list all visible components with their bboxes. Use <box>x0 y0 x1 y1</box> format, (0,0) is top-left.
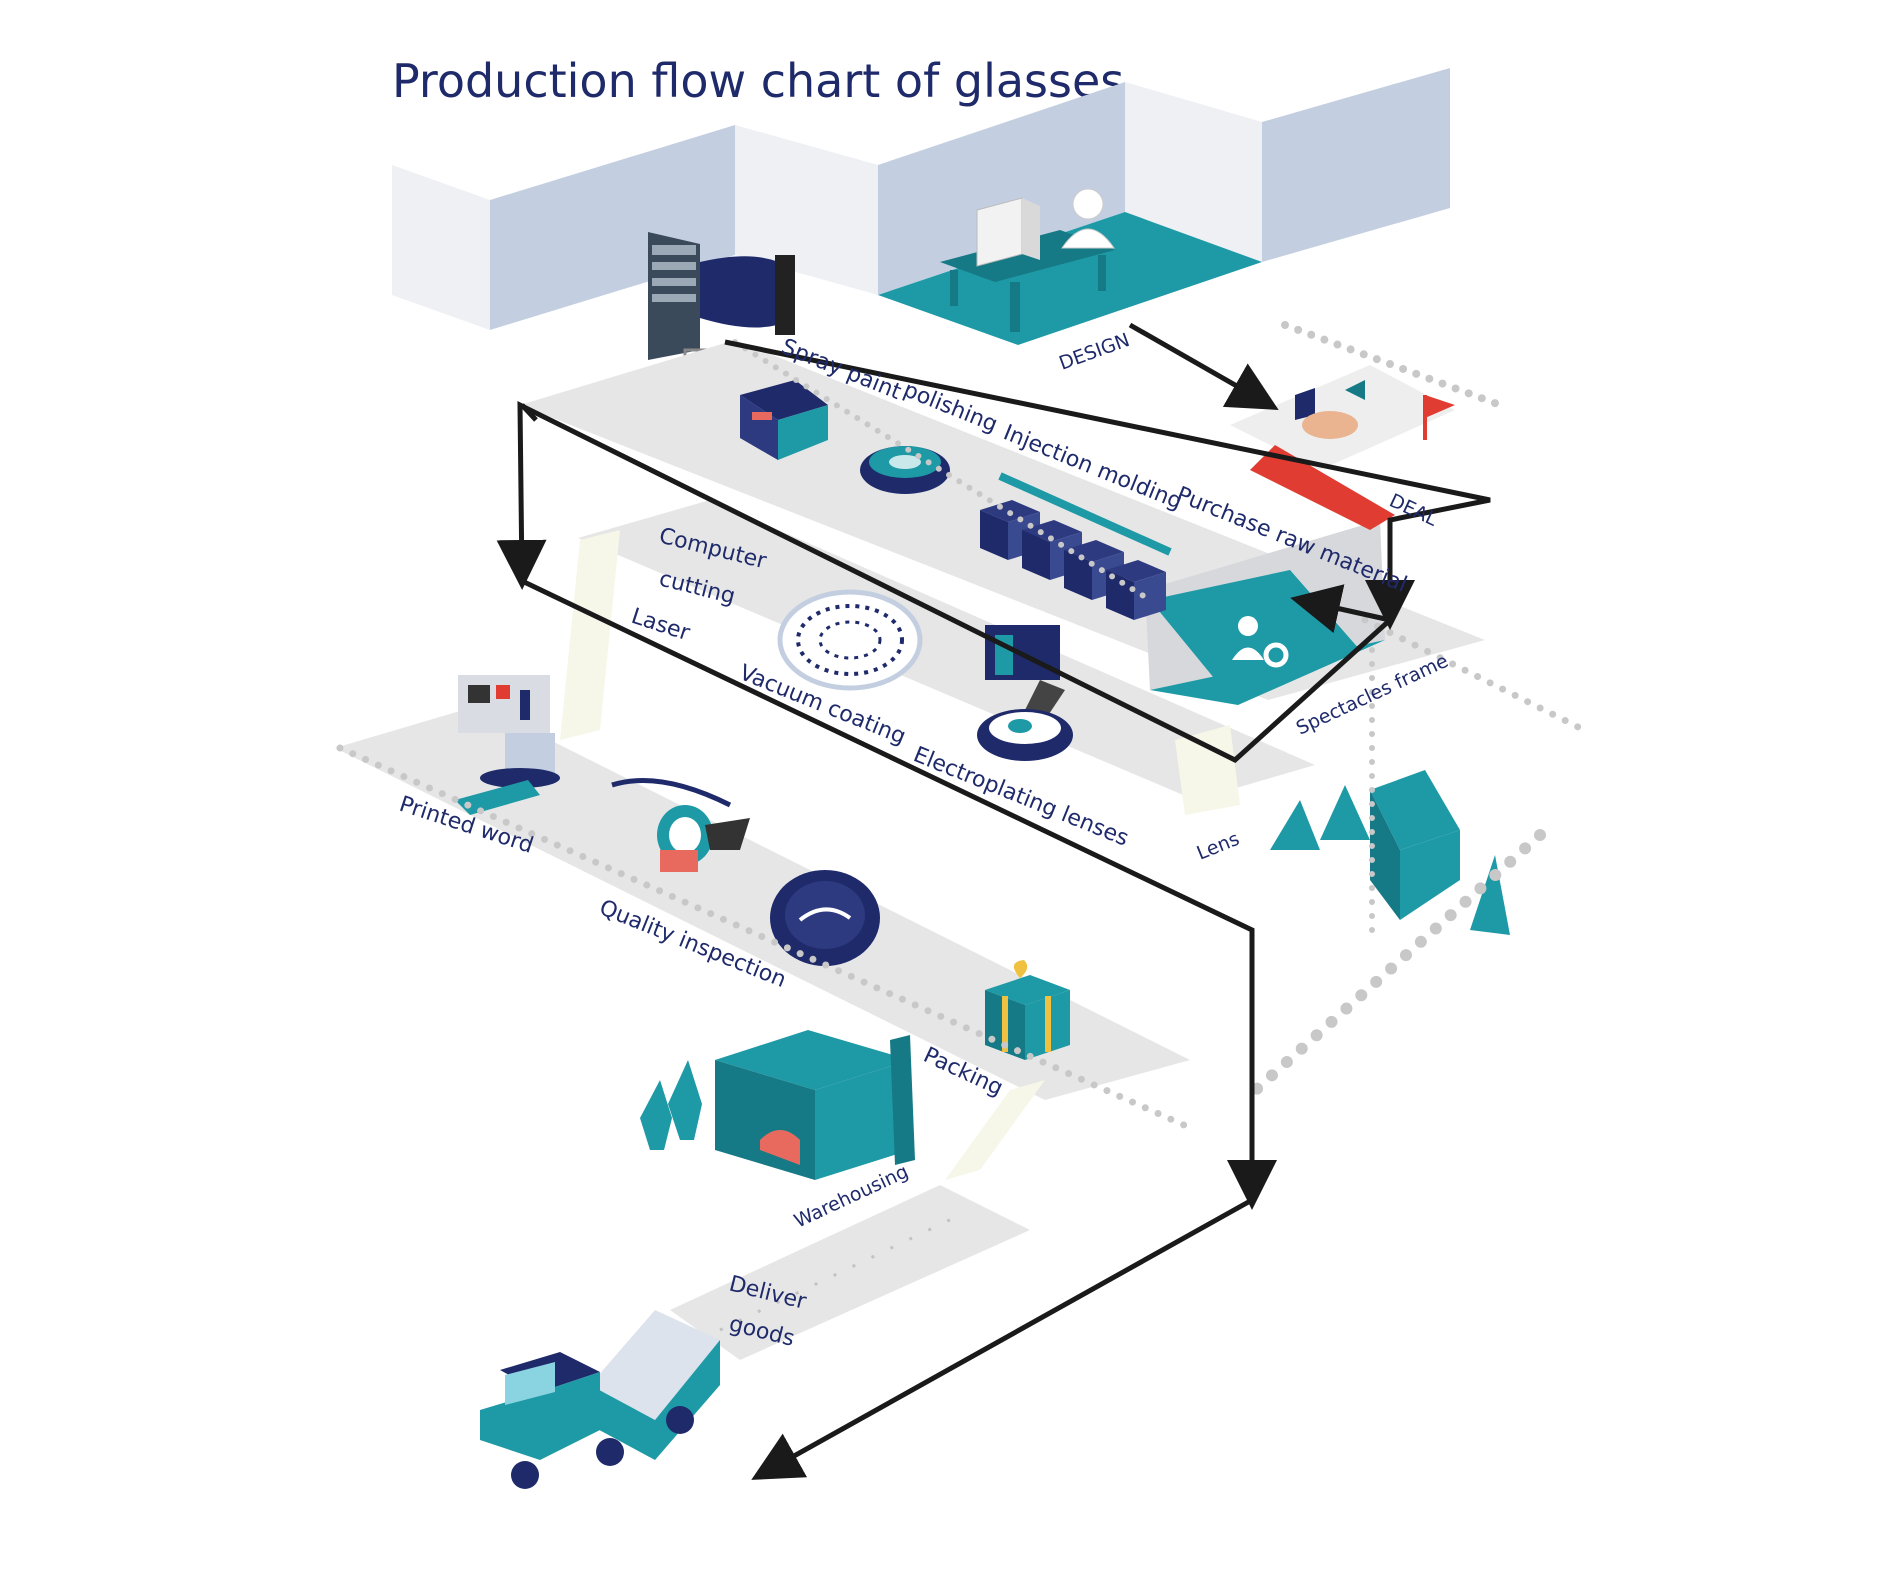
warehouse-light-beam <box>945 1080 1045 1180</box>
floor-level-2 <box>578 500 1315 800</box>
design-label: DESIGN <box>1056 329 1132 375</box>
polishing-machine-icon <box>740 380 950 494</box>
delivery-truck-icon <box>480 1310 720 1489</box>
printing-machine-icon <box>455 675 560 815</box>
lens-label: Lens <box>1194 828 1243 865</box>
worker-gear-icon <box>1232 616 1289 668</box>
warehouse-icon <box>640 1030 915 1180</box>
laser-machine-icon <box>977 625 1073 761</box>
delivery-road <box>670 1185 1030 1360</box>
flow-arrows <box>496 322 1491 1480</box>
deal-label: DEAL <box>1386 490 1441 531</box>
injection-molding-icon <box>980 472 1172 620</box>
quality-inspection-icon <box>611 778 880 966</box>
deal-panel <box>1230 365 1455 530</box>
village-icon <box>1270 770 1510 935</box>
dotted-guides <box>336 321 1584 1134</box>
gift-box-icon <box>985 960 1070 1060</box>
computer-cutting-icon <box>777 589 923 691</box>
diagram-title: Production flow chart of glasses <box>392 54 1124 108</box>
laser-label: Laser <box>628 604 693 647</box>
floor-level-3 <box>335 705 1190 1100</box>
design-room <box>392 68 1450 345</box>
